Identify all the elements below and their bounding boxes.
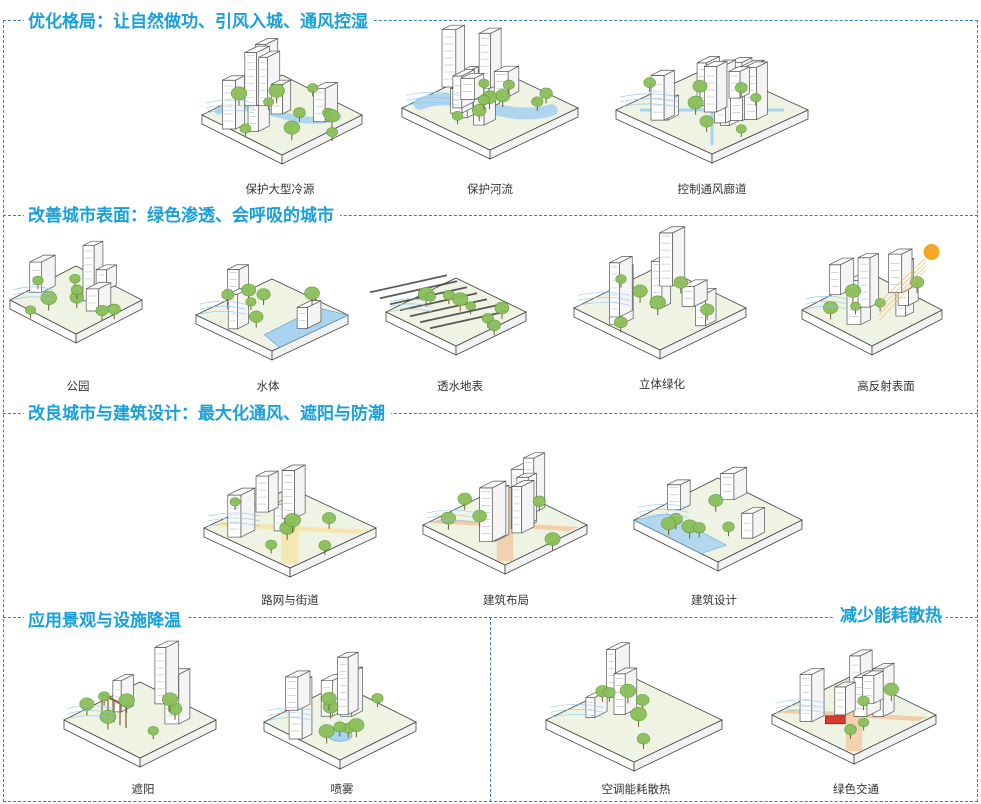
caption-ac-heat: 空调能耗散热 xyxy=(601,782,671,796)
park-block-illustration xyxy=(6,206,146,348)
water-body-block-illustration xyxy=(192,219,352,365)
section-title-3: 改良城市与建筑设计：最大化通风、遮阳与防潮 xyxy=(24,404,391,424)
permeable-surface-block-illustration xyxy=(369,218,530,360)
caption-river: 保护河流 xyxy=(467,182,513,196)
road-network-block-illustration xyxy=(200,428,380,582)
caption-shading: 遮阳 xyxy=(131,782,155,796)
architectural-design-block-illustration xyxy=(630,418,806,576)
caption-green-transport: 绿色交通 xyxy=(833,782,879,796)
caption-permeable-surface: 透水地表 xyxy=(437,379,483,393)
section-title-5: 减少能耗散热 xyxy=(834,606,946,626)
divider-2 xyxy=(3,413,978,414)
section-title-1: 优化格局：让自然做功、引风入城、通风控湿 xyxy=(24,12,374,32)
ventilation-corridor-block-illustration xyxy=(612,6,812,168)
large-cold-source-block-illustration xyxy=(198,15,366,169)
section-title-4: 应用景观与设施降温 xyxy=(24,611,187,631)
building-layout-block-illustration xyxy=(419,425,591,579)
vertical-greening-block-illustration xyxy=(570,206,750,364)
river-block-illustration xyxy=(398,6,582,164)
caption-vertical-greening: 立体绿化 xyxy=(639,377,685,391)
section-title-2: 改善城市表面：绿色渗透、会呼吸的城市 xyxy=(24,206,340,226)
caption-water-body: 水体 xyxy=(256,379,280,393)
divider-vertical xyxy=(490,617,491,802)
divider-1 xyxy=(3,215,978,216)
caption-spray: 喷雾 xyxy=(330,782,354,796)
caption-ventilation-corridor: 控制通风廊道 xyxy=(677,182,747,196)
caption-architectural-design: 建筑设计 xyxy=(691,593,737,607)
caption-large-cold-source: 保护大型冷源 xyxy=(245,182,315,196)
caption-road-network: 路网与街道 xyxy=(261,593,319,607)
caption-high-reflective: 高反射表面 xyxy=(857,379,915,393)
shading-block-illustration xyxy=(60,622,220,772)
green-transport-block-illustration xyxy=(768,615,940,769)
ac-heat-block-illustration xyxy=(542,618,726,776)
high-reflective-surface-block-illustration xyxy=(798,214,946,360)
caption-building-layout: 建筑布局 xyxy=(483,593,529,607)
spray-block-illustration xyxy=(260,624,420,774)
caption-park: 公园 xyxy=(66,379,90,393)
